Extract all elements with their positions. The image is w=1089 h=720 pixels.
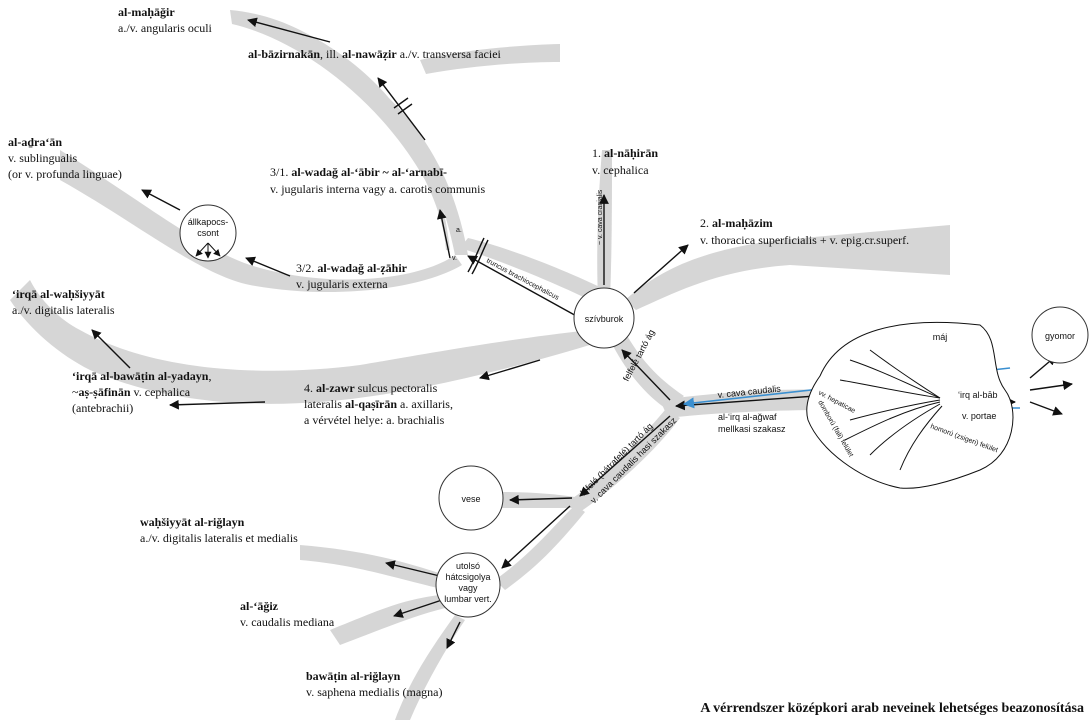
- rijlayn-w-desc: a./v. digitalis lateralis et medialis: [140, 531, 298, 545]
- mahagir-name: al-maḥāğir: [118, 5, 175, 19]
- wahsiyyat-desc: a./v. digitalis lateralis: [12, 303, 115, 317]
- zawr-line: 4. al-zawr sulcus pectoralis: [304, 381, 438, 395]
- stomach-label: gyomor: [1045, 331, 1075, 341]
- v-small-label: v.: [452, 255, 457, 262]
- wadag-abir-desc: v. jugularis interna vagy a. carotis com…: [270, 182, 485, 196]
- a-small-label: a.: [456, 227, 462, 234]
- v-portae-label: v. portae: [962, 411, 996, 421]
- rijlayn-b-desc: v. saphena medialis (magna): [306, 685, 443, 699]
- rijlayn-b-name: bawāṭin al-riğlayn: [306, 669, 401, 683]
- irq-bab-label: ‘irq al-bāb: [958, 390, 998, 400]
- nahiran-desc: v. cephalica: [592, 163, 649, 177]
- mahazim-desc: v. thoracica superficialis + v. epig.cr.…: [700, 233, 909, 247]
- agiz-desc: v. caudalis mediana: [240, 615, 335, 629]
- agiz-name: al-‘āğiz: [240, 599, 279, 613]
- arrow-stomach-3: [1030, 402, 1062, 414]
- liver-label: máj: [933, 332, 948, 342]
- diagram-caption: A vérrendszer középkori arab neveinek le…: [700, 701, 1084, 716]
- mahagir-desc: a./v. angularis oculi: [118, 21, 213, 35]
- wadag-abir-line: 3/1. al-wadağ al-‘ābir ~ al-‘arnabī-: [270, 165, 447, 179]
- zawr-desc-3: a vérvétel helye: a. brachialis: [304, 413, 445, 427]
- vertebra-label-2: hátcsigolya: [445, 572, 490, 582]
- nahiran-line: 1. al-nāḥirān: [592, 146, 658, 160]
- heart-label: szívburok: [585, 314, 624, 324]
- bazirnakan-line: al-bāzirnakān, ill. al-nawāẓir a./v. tra…: [248, 47, 502, 61]
- kidney-label: vese: [461, 494, 480, 504]
- wadag-zahir-desc: v. jugularis externa: [296, 277, 388, 291]
- mahazim-line: 2. al-maḥāzim: [700, 216, 773, 230]
- rijlayn-w-name: waḥšiyyāt al-riğlayn: [140, 515, 245, 529]
- vertebra-label-4: lumbar vert.: [444, 594, 492, 604]
- jaw-label-1: állkapocs-: [188, 217, 229, 227]
- band-agiz: [330, 595, 445, 645]
- adraan-desc-1: v. sublingualis: [8, 151, 78, 165]
- adraan-desc-2: (or v. profunda linguae): [8, 167, 122, 181]
- wadag-zahir-line: 3/2. al-wadağ al-ẓāhir: [296, 261, 408, 275]
- band-rijlayn-b: [395, 615, 465, 720]
- jaw-label-2: csont: [197, 228, 219, 238]
- melkasi-label: mellkasi szakasz: [718, 424, 786, 434]
- vertebra-label-3: vagy: [458, 583, 478, 593]
- arrow-stomach-2: [1030, 384, 1072, 390]
- safinan-line: ~aṣ-ṣāfinān v. cephalica: [72, 385, 191, 399]
- vertebra-label-1: utolsó: [456, 561, 480, 571]
- arrow-adraan: [142, 190, 180, 210]
- cava-cranialis-label: ~ v. cava cranialis: [597, 189, 604, 245]
- adraan-name: al-aḏra‘ān: [8, 135, 62, 149]
- band-rijlayn-w: [300, 545, 447, 590]
- zawr-line-2: lateralis al-qaṣīrān a. axillaris,: [304, 397, 453, 411]
- bawatin-desc-2: (antebrachii): [72, 401, 133, 415]
- irq-ajwaf-label: al-‘irq al-ağwaf: [718, 412, 777, 422]
- lefele-label-2: v. cava caudalis hasi szakasz: [588, 415, 678, 505]
- wahsiyyat-name: ‘irqā al-waḥšiyyāt: [12, 287, 105, 301]
- band-lower: [495, 505, 585, 590]
- bawatin-line: ‘irqā al-bawāṭin al-yadayn,: [72, 369, 211, 383]
